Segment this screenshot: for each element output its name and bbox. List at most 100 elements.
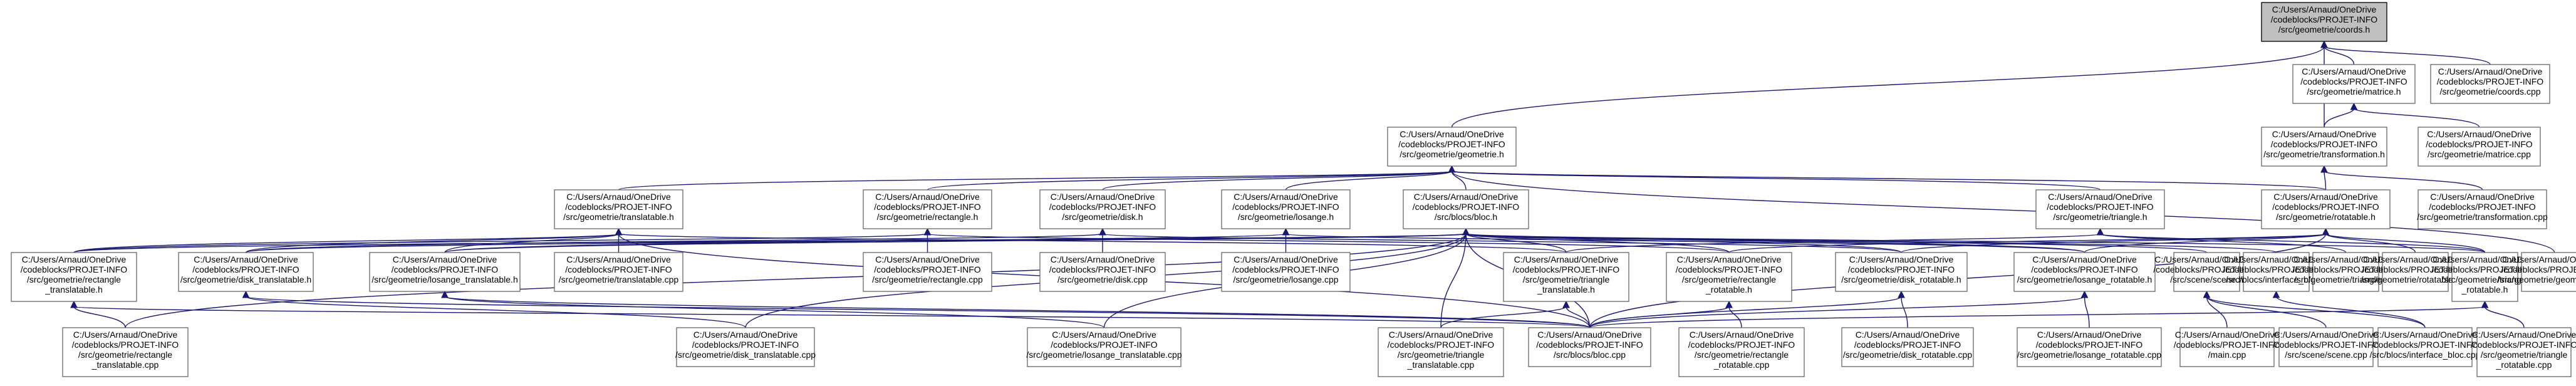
file-node-rectangle-rotatable-cpp[interactable]: C:/Users/Arnaud/OneDrive/codeblocks/PROJ… [1678, 327, 1805, 377]
node-label-line: /src/blocs/interface_bloc.h [2226, 274, 2327, 284]
node-label-line: C:/Users/Arnaud/OneDrive [194, 254, 298, 264]
file-node-geometrie-cpp[interactable]: C:/Users/Arnaud/OneDrive/codeblocks/PROJ… [2498, 252, 2576, 292]
edge-line [1465, 233, 1730, 253]
node-label-line: /src/geometrie/rectangle [27, 274, 121, 284]
file-node-disk-cpp[interactable]: C:/Users/Arnaud/OneDrive/codeblocks/PROJ… [1039, 252, 1166, 292]
file-node-translatable-cpp[interactable]: C:/Users/Arnaud/OneDrive/codeblocks/PROJ… [554, 252, 683, 292]
file-node-disk-rotatable-h[interactable]: C:/Users/Arnaud/OneDrive/codeblocks/PROJ… [1835, 252, 1968, 292]
include-edge-geometrie_h-to-rotatable_h [1448, 165, 2327, 190]
file-node-triangle-translatable-cpp[interactable]: C:/Users/Arnaud/OneDrive/codeblocks/PROJ… [1378, 327, 1504, 377]
node-label-line: C:/Users/Arnaud/OneDrive [1051, 192, 1155, 202]
file-node-rotatable-cpp[interactable]: C:/Users/Arnaud/OneDrive/codeblocks/PROJ… [2361, 252, 2470, 292]
file-node-scene-cpp[interactable]: C:/Users/Arnaud/OneDrive/codeblocks/PROJ… [2273, 327, 2379, 367]
node-label-line: C:/Users/Arnaud/OneDrive [1849, 254, 1954, 264]
file-node-bloc-cpp[interactable]: C:/Users/Arnaud/OneDrive/codeblocks/PROJ… [1528, 327, 1651, 367]
include-edge-rectangle_h-to-rectangle_rotatable_h [923, 227, 1730, 253]
node-box [2261, 127, 2387, 167]
edge-line [73, 306, 1591, 328]
node-label-line: /codeblocks/PROJET-INFO [2437, 76, 2543, 86]
file-node-coords-cpp[interactable]: C:/Users/Arnaud/OneDrive/codeblocks/PROJ… [2430, 64, 2550, 104]
include-edge-geometrie_h-to-geometrie_cpp [1448, 165, 2555, 253]
node-label-line: /src/geometrie/rotatable.h [2276, 212, 2376, 222]
edge-line [2324, 46, 2491, 65]
node-label-line: /src/geometrie/disk_rotatable.cpp [1843, 350, 1972, 360]
edge-line [245, 296, 1591, 328]
include-edge-matrice_h-to-matrice_cpp [2350, 102, 2480, 128]
include-edge-geometrie_h-to-translatable_h [618, 165, 1456, 190]
node-label-line: /codeblocks/PROJET-INFO [2429, 202, 2535, 212]
file-node-losange-translatable-h[interactable]: C:/Users/Arnaud/OneDrive/codeblocks/PROJ… [369, 252, 521, 292]
node-label-line: /codeblocks/PROJET-INFO [1854, 340, 1961, 350]
node-box [2035, 189, 2165, 229]
node-label-line: /src/geometrie/triangle.cpp [2294, 274, 2397, 284]
node-label-line: /src/blocs/interface_bloc.cpp [2370, 350, 2481, 360]
node-label-line: /src/geometrie/rectangle [78, 350, 172, 360]
file-node-rectangle-cpp[interactable]: C:/Users/Arnaud/OneDrive/codeblocks/PROJ… [863, 252, 992, 292]
edge-line [1589, 296, 2085, 328]
file-node-triangle-rotatable-cpp[interactable]: C:/Users/Arnaud/OneDrive/codeblocks/PROJ… [2471, 327, 2576, 377]
include-edge-geometrie_h-to-disk_h [1102, 165, 1456, 190]
file-node-transformation-h[interactable]: C:/Users/Arnaud/OneDrive/codeblocks/PROJ… [2261, 127, 2387, 167]
file-node-rectangle-translatable-h[interactable]: C:/Users/Arnaud/OneDrive/codeblocks/PROJ… [11, 252, 137, 302]
file-node-rectangle-translatable-cpp[interactable]: C:/Users/Arnaud/OneDrive/codeblocks/PROJ… [62, 327, 189, 377]
edge-line [1102, 233, 1902, 253]
include-edge-transformation_h-to-transformation_cpp [2320, 165, 2483, 190]
file-node-triangle-cpp[interactable]: C:/Users/Arnaud/OneDrive/codeblocks/PROJ… [2292, 252, 2399, 292]
node-label-line: /src/geometrie/disk.h [1062, 212, 1143, 222]
file-node-interface-bloc-cpp[interactable]: C:/Users/Arnaud/OneDrive/codeblocks/PROJ… [2370, 327, 2481, 367]
node-label-line: C:/Users/Arnaud/OneDrive [2433, 254, 2537, 264]
node-box [178, 252, 314, 292]
file-node-disk-translatable-cpp[interactable]: C:/Users/Arnaud/OneDrive/codeblocks/PROJ… [675, 327, 816, 367]
edge-arrowhead [1562, 300, 1570, 308]
file-node-losange-rotatable-h[interactable]: C:/Users/Arnaud/OneDrive/codeblocks/PROJ… [2013, 252, 2156, 292]
node-label-line: /codeblocks/PROJET-INFO [72, 340, 179, 350]
file-node-scene-h[interactable]: C:/Users/Arnaud/OneDrive/codeblocks/PROJ… [2153, 252, 2260, 292]
node-box [2418, 189, 2547, 229]
node-box [554, 189, 683, 229]
file-node-matrice-h[interactable]: C:/Users/Arnaud/OneDrive/codeblocks/PROJ… [2292, 64, 2416, 104]
node-label-line: _rotatable.h [1705, 284, 1752, 295]
file-node-losange-h[interactable]: C:/Users/Arnaud/OneDrive/codeblocks/PROJ… [1221, 189, 1351, 229]
node-label-line: /codeblocks/PROJET-INFO [2174, 340, 2280, 350]
edge-line [2325, 233, 2416, 253]
file-node-matrice-cpp[interactable]: C:/Users/Arnaud/OneDrive/codeblocks/PROJ… [2418, 127, 2541, 167]
node-box [1403, 189, 1529, 229]
node-label-line: /codeblocks/PROJET-INFO [2047, 202, 2153, 212]
file-node-rectangle-h[interactable]: C:/Users/Arnaud/OneDrive/codeblocks/PROJ… [863, 189, 992, 229]
file-node-translatable-h[interactable]: C:/Users/Arnaud/OneDrive/codeblocks/PROJ… [554, 189, 683, 229]
include-edge-geometrie_h-to-triangle_h [1448, 165, 2101, 190]
node-label-line: /codeblocks/PROJET-INFO [1049, 202, 1156, 212]
file-node-main-cpp[interactable]: C:/Users/Arnaud/OneDrive/codeblocks/PROJ… [2174, 327, 2280, 367]
file-node-interface-bloc-h[interactable]: C:/Users/Arnaud/OneDrive/codeblocks/PROJ… [2223, 252, 2330, 292]
node-label-line: /src/geometrie/losange_rotatable.cpp [2017, 350, 2162, 360]
file-node-disk-h[interactable]: C:/Users/Arnaud/OneDrive/codeblocks/PROJ… [1039, 189, 1166, 229]
edge-line [73, 233, 928, 253]
file-node-bloc-h[interactable]: C:/Users/Arnaud/OneDrive/codeblocks/PROJ… [1403, 189, 1529, 229]
include-edge-rectangle_translatable_h-to-bloc_cpp [70, 300, 1591, 328]
node-label-line: C:/Users/Arnaud/OneDrive [2273, 192, 2378, 202]
file-node-transformation-cpp[interactable]: C:/Users/Arnaud/OneDrive/codeblocks/PROJ… [2417, 189, 2548, 229]
edge-arrowhead [2320, 165, 2328, 173]
file-node-losange-cpp[interactable]: C:/Users/Arnaud/OneDrive/codeblocks/PROJ… [1221, 252, 1351, 292]
file-node-triangle-rotatable-h[interactable]: C:/Users/Arnaud/OneDrive/codeblocks/PROJ… [2431, 252, 2538, 302]
file-node-rotatable-h[interactable]: C:/Users/Arnaud/OneDrive/codeblocks/PROJ… [2261, 189, 2391, 229]
file-node-rectangle-rotatable-h[interactable]: C:/Users/Arnaud/OneDrive/codeblocks/PROJ… [1666, 252, 1792, 302]
edge-arrowhead [242, 290, 250, 298]
node-box [1528, 327, 1651, 367]
file-node-losange-translatable-cpp[interactable]: C:/Users/Arnaud/OneDrive/codeblocks/PROJ… [1026, 327, 1182, 367]
file-node-geometrie-h[interactable]: C:/Users/Arnaud/OneDrive/codeblocks/PROJ… [1387, 127, 1517, 167]
file-node-triangle-translatable-h[interactable]: C:/Users/Arnaud/OneDrive/codeblocks/PROJ… [1503, 252, 1629, 302]
include-edge-triangle_translatable_h-to-bloc_cpp [1562, 300, 1591, 328]
file-node-disk-rotatable-cpp[interactable]: C:/Users/Arnaud/OneDrive/codeblocks/PROJ… [1841, 327, 1974, 367]
file-node-disk-translatable-h[interactable]: C:/Users/Arnaud/OneDrive/codeblocks/PROJ… [178, 252, 314, 292]
node-label-line: /src/geometrie/translatable.cpp [559, 274, 679, 284]
file-node-losange-rotatable-cpp[interactable]: C:/Users/Arnaud/OneDrive/codeblocks/PROJ… [2017, 327, 2162, 367]
node-label-line: /src/geometrie/rectangle [1695, 350, 1789, 360]
file-node-triangle-h[interactable]: C:/Users/Arnaud/OneDrive/codeblocks/PROJ… [2035, 189, 2165, 229]
edge-arrowhead [2481, 300, 2489, 308]
edge-arrowhead [2096, 227, 2104, 236]
node-box [62, 327, 189, 377]
node-box [676, 327, 815, 367]
edge-line [2275, 296, 2426, 328]
include-edge-losange_rotatable_h-to-bloc_cpp [1589, 290, 2089, 328]
